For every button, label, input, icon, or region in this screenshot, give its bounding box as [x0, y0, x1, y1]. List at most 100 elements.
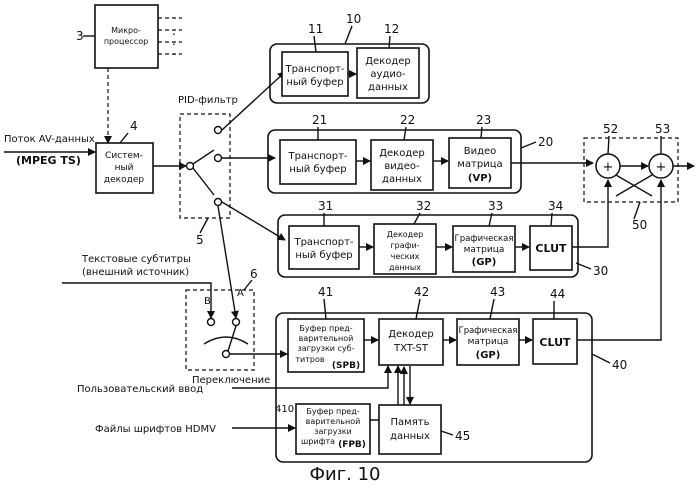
svg-text:загрузки суб-: загрузки суб- — [298, 344, 355, 353]
video-matrix: Видео матрица (VP) — [449, 138, 511, 188]
mixer-block: + + — [584, 138, 678, 202]
svg-text:(GP): (GP) — [472, 257, 497, 268]
graphics-matrix-1: Графическая матрица (GP) — [453, 226, 515, 272]
ref-21: 21 — [312, 113, 327, 127]
svg-text:(SPB): (SPB) — [332, 361, 360, 371]
ref-32: 32 — [416, 199, 431, 213]
svg-text:шрифта: шрифта — [301, 437, 335, 446]
clut2-to-adder2 — [577, 180, 661, 340]
svg-text:CLUT: CLUT — [535, 242, 567, 255]
pid-filter-label: PID-фильтр — [178, 95, 238, 106]
graphics-matrix-2: Графическая матрица (GP) — [457, 319, 519, 365]
svg-text:ческих: ческих — [391, 252, 420, 261]
svg-text:.: . — [172, 44, 176, 58]
ref-50: 50 — [632, 218, 647, 232]
ref-40: 40 — [612, 358, 627, 372]
svg-text:ный буфер: ный буфер — [289, 164, 346, 175]
ref-31: 31 — [318, 199, 333, 213]
audio-decoder: Декодер аудио- данных — [357, 48, 419, 98]
text-subs-arrow — [62, 283, 211, 318]
svg-text:данных: данных — [389, 263, 421, 272]
font-preload-buffer: Буфер пред- варительной загрузки шрифта … — [296, 404, 370, 454]
input-av-label: Поток AV-данных — [4, 134, 95, 145]
hdmv-fonts-label: Файлы шрифтов HDMV — [95, 424, 216, 435]
ref-41: 41 — [318, 285, 333, 299]
ref-20: 20 — [538, 135, 553, 149]
data-memory: Память данных — [379, 405, 441, 454]
ref-10: 10 — [346, 12, 361, 26]
ref-11: 11 — [308, 22, 323, 36]
svg-text:Декодер: Декодер — [387, 230, 423, 239]
adder-1: + — [603, 160, 614, 175]
input-mpeg-label: (MPEG TS) — [16, 154, 81, 167]
transport-buffer-video: Транспорт- ный буфер — [280, 140, 356, 184]
svg-text:(FPB): (FPB) — [338, 440, 366, 450]
svg-text:ный буфер: ный буфер — [286, 77, 343, 88]
ref-34: 34 — [548, 199, 563, 213]
text-subs-label-1: Текстовые субтитры — [81, 254, 191, 265]
pid-to-switch — [218, 206, 236, 318]
ref-3: 3 — [76, 29, 84, 43]
ref-42: 42 — [414, 285, 429, 299]
svg-text:матрица: матрица — [457, 159, 502, 170]
transport-buffer-graphics: Транспорт- ный буфер — [289, 226, 359, 269]
svg-text:процессор: процессор — [104, 37, 148, 46]
svg-text:матрица: матрица — [468, 337, 509, 347]
switch-b-label: B — [204, 296, 211, 307]
svg-text:Буфер пред-: Буфер пред- — [306, 407, 359, 416]
svg-text:Транспорт-: Транспорт- — [284, 64, 344, 75]
user-input-label: Пользовательский ввод — [77, 384, 203, 395]
microprocessor-block: Микро- процессор — [95, 5, 158, 68]
svg-text:Декодер: Декодер — [365, 56, 411, 67]
txtst-decoder: Декодер TXT-ST — [379, 319, 443, 365]
clut-1: CLUT — [530, 226, 572, 270]
ref-33: 33 — [488, 199, 503, 213]
svg-text:Транспорт-: Транспорт- — [287, 151, 347, 162]
control-lines: . . . — [158, 18, 182, 58]
switch-a-label: A — [237, 288, 244, 299]
graphics-decoder: Декодер графи- ческих данных — [374, 224, 436, 274]
svg-text:Память: Память — [391, 417, 430, 428]
ref-410: 410 — [275, 404, 294, 415]
ref-45: 45 — [455, 429, 470, 443]
svg-text:варительной: варительной — [299, 334, 354, 343]
svg-text:(VP): (VP) — [468, 173, 492, 184]
figure-caption: Фиг. 10 — [310, 464, 381, 485]
svg-text:данных: данных — [368, 82, 408, 93]
svg-text:(GP): (GP) — [476, 350, 501, 361]
svg-text:данных: данных — [390, 431, 430, 442]
svg-text:аудио-: аудио- — [370, 69, 406, 80]
ref-53: 53 — [655, 122, 670, 136]
svg-text:матрица: матрица — [464, 245, 505, 255]
svg-text:CLUT: CLUT — [539, 336, 571, 349]
svg-text:Декодер: Декодер — [388, 329, 434, 340]
svg-text:графи-: графи- — [390, 241, 419, 250]
svg-text:Буфер пред-: Буфер пред- — [299, 324, 352, 333]
svg-text:видео-: видео- — [384, 161, 420, 172]
svg-text:Транспорт-: Транспорт- — [293, 237, 353, 248]
svg-text:TXT-ST: TXT-ST — [393, 343, 429, 354]
ref-30: 30 — [593, 264, 608, 278]
adder-2: + — [656, 160, 667, 175]
transport-buffer-audio: Транспорт- ный буфер — [282, 52, 348, 96]
svg-text:Графическая: Графическая — [455, 234, 514, 244]
ref-12: 12 — [384, 22, 399, 36]
svg-text:титров: титров — [295, 355, 324, 364]
svg-text:Видео: Видео — [464, 146, 497, 157]
svg-text:загрузки: загрузки — [314, 427, 351, 436]
svg-text:данных: данных — [382, 174, 422, 185]
svg-text:варительной: варительной — [306, 417, 361, 426]
ref-4: 4 — [130, 119, 138, 133]
svg-text:декодер: декодер — [104, 175, 144, 185]
switch-label: Переключение — [192, 375, 270, 386]
subtitle-preload-buffer: Буфер пред- варительной загрузки суб- ти… — [288, 319, 364, 372]
ref-5: 5 — [196, 233, 204, 247]
ref-23: 23 — [476, 113, 491, 127]
video-decoder: Декодер видео- данных — [371, 140, 433, 190]
clut-2: CLUT — [533, 319, 577, 364]
ref-44: 44 — [550, 287, 565, 301]
svg-text:ный: ный — [115, 163, 134, 173]
ref-43: 43 — [490, 285, 505, 299]
text-subs-label-2: (внешний источник) — [82, 267, 189, 278]
